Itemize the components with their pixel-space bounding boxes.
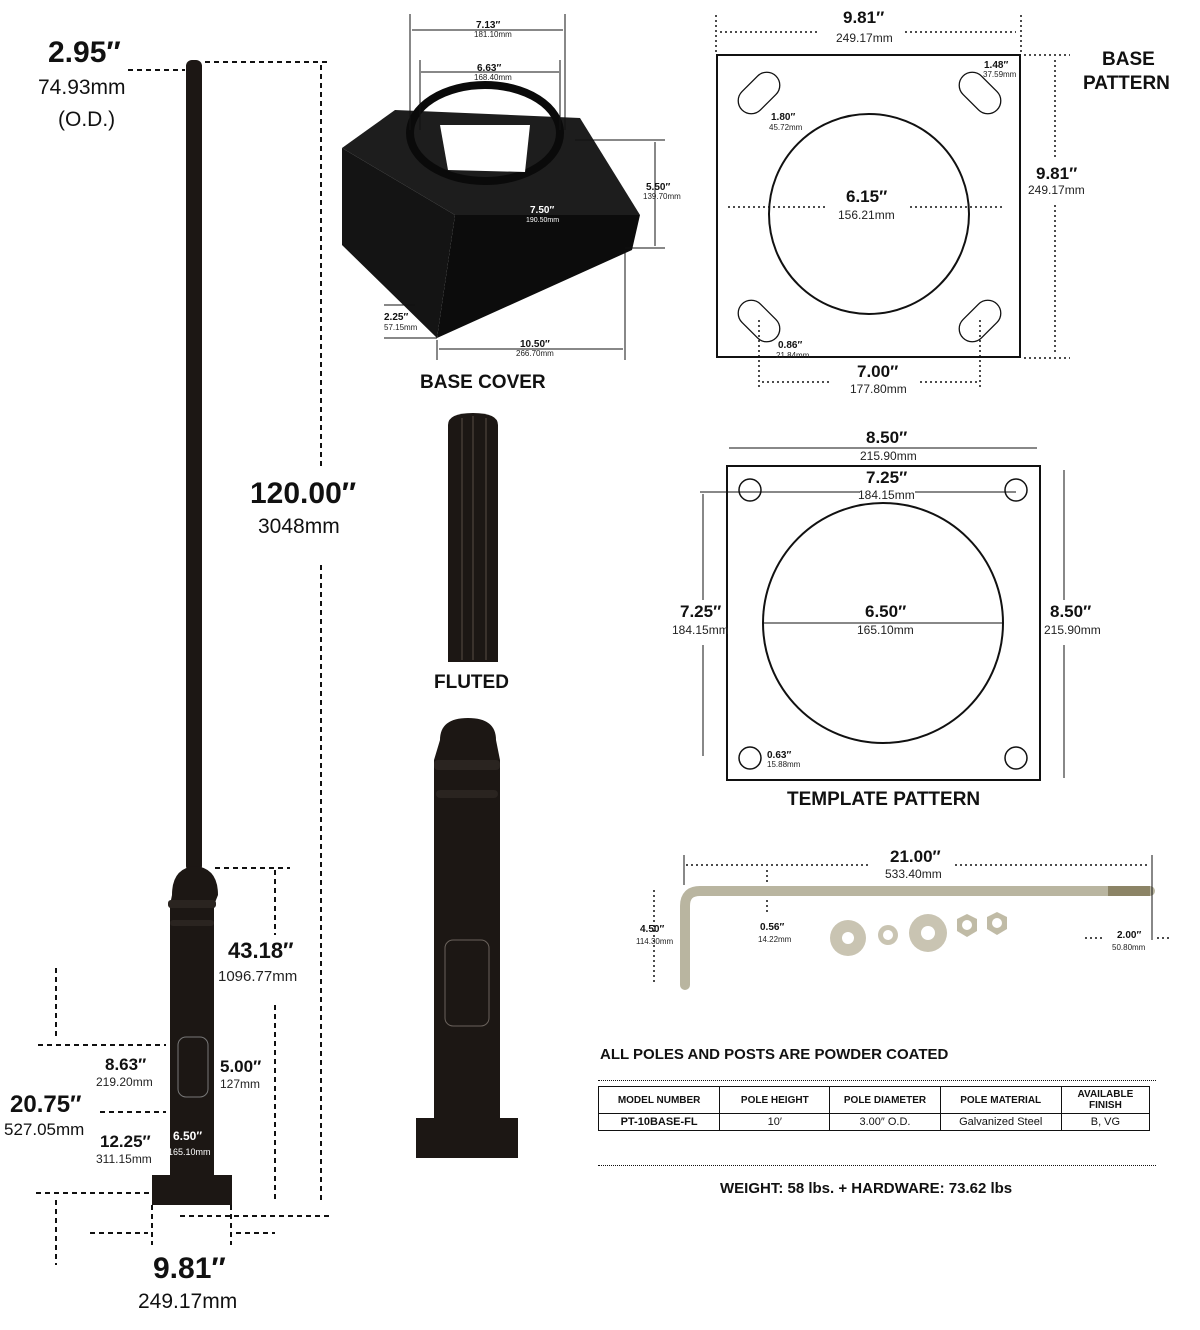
door-offset-dimension: 12.25″ [100, 1132, 151, 1151]
pole-height-mm: 3048mm [258, 515, 340, 538]
template-width-dimension: 8.50″ [866, 428, 907, 447]
template-bolt-hole-mm: 15.88mm [767, 760, 801, 769]
base-diameter-dimension: 6.50″ [173, 1129, 202, 1143]
base-section-mm: 1096.77mm [218, 968, 297, 985]
cover-slope-dimension: 7.50″ [530, 205, 554, 216]
cover-height-dimension: 5.50″ [646, 182, 670, 193]
template-center-hole-dimension: 6.50″ [865, 602, 906, 621]
template-hole-spacing-v-dimension: 7.25″ [680, 602, 721, 621]
powder-coated-note: ALL POLES AND POSTS ARE POWDER COATED [600, 1046, 949, 1063]
cell-available-finish: B, VG [1060, 1113, 1151, 1131]
cover-top-inner-mm: 168.40mm [474, 73, 512, 82]
slot-length-dimension: 1.80″ [771, 112, 795, 123]
template-height-dimension: 8.50″ [1050, 602, 1091, 621]
pole-dimension-lines [36, 61, 330, 1265]
table-row: PT-10BASE-FL 10′ 3.00″ O.D. Galvanized S… [597, 1113, 1151, 1131]
spec-table-header: MODEL NUMBER POLE HEIGHT POLE DIAMETER P… [597, 1086, 1151, 1114]
base-pattern-label-line2: PATTERN [1083, 73, 1170, 94]
template-bolt-hole-dimension: 0.63″ [767, 750, 791, 761]
bolt-length-mm: 533.40mm [885, 867, 942, 881]
fluted-label: FLUTED [434, 672, 509, 693]
base-pattern-height-dimension: 9.81″ [1036, 164, 1077, 183]
pole-od-note: (O.D.) [58, 108, 115, 131]
base-pattern-height-mm: 249.17mm [1028, 183, 1085, 197]
header-pole-diameter: POLE DIAMETER [829, 1086, 941, 1114]
base-pattern-label-line1: BASE [1102, 49, 1155, 70]
bolt-length-dimension: 21.00″ [890, 847, 941, 866]
base-pattern-drawing [715, 15, 1070, 390]
base-pattern-width-dimension: 9.81″ [843, 8, 884, 27]
cell-model-number: PT-10BASE-FL [597, 1113, 721, 1131]
cover-skirt-dimension: 2.25″ [384, 312, 408, 323]
anchor-bolt-drawing [653, 855, 1170, 990]
header-pole-material: POLE MATERIAL [939, 1086, 1062, 1114]
cover-width-dimension: 10.50″ [520, 339, 550, 350]
slot-width-dimension: 0.86″ [778, 340, 802, 351]
corner-mm: 37.59mm [983, 70, 1017, 79]
plate-width-dimension: 9.81″ [153, 1252, 226, 1285]
template-pattern-label: TEMPLATE PATTERN [787, 789, 980, 810]
base-cover-drawing [342, 14, 665, 360]
door-offset-mm: 311.15mm [96, 1152, 152, 1166]
pole-drawing [152, 60, 232, 1205]
spec-table: MODEL NUMBER POLE HEIGHT POLE DIAMETER P… [597, 1086, 1151, 1131]
base-diameter-mm: 165.10mm [168, 1147, 211, 1157]
pole-height-dimension: 120.00″ [250, 477, 356, 510]
door-height-dimension: 8.63″ [105, 1055, 146, 1074]
template-hole-spacing-h-mm: 184.15mm [858, 488, 915, 502]
template-pattern-drawing [700, 447, 1065, 781]
bolt-diameter-dimension: 0.56″ [760, 922, 784, 933]
cell-pole-height: 10′ [719, 1113, 831, 1131]
bolt-thread-mm: 50.80mm [1112, 943, 1146, 952]
cover-skirt-mm: 57.15mm [384, 323, 418, 332]
bolt-hook-mm: 114.30mm [636, 937, 674, 946]
cell-pole-material: Galvanized Steel [939, 1113, 1062, 1131]
post-base-closeup [416, 718, 518, 1158]
base-section-dimension: 43.18″ [228, 938, 294, 963]
template-height-mm: 215.90mm [1044, 623, 1101, 637]
template-hole-spacing-v-mm: 184.15mm [672, 623, 729, 637]
corner-dimension: 1.48″ [984, 60, 1008, 71]
bolt-hook-dimension: 4.50″ [640, 924, 664, 935]
header-pole-height: POLE HEIGHT [719, 1086, 831, 1114]
cover-width-mm: 266.70mm [516, 349, 554, 358]
divider [598, 1165, 1156, 1166]
cover-top-inner-dimension: 6.63″ [477, 63, 501, 74]
bolt-thread-dimension: 2.00″ [1117, 930, 1141, 941]
cover-top-outer-dimension: 7.13″ [476, 20, 500, 31]
cover-top-outer-mm: 181.10mm [474, 30, 512, 39]
pole-od-mm: 74.93mm [38, 76, 126, 99]
door-to-base-mm: 527.05mm [4, 1120, 84, 1139]
base-cover-label: BASE COVER [420, 372, 546, 393]
cover-slope-mm: 190.50mm [526, 217, 559, 224]
plate-width-mm: 249.17mm [138, 1290, 237, 1313]
slot-width-mm: 21.84mm [776, 351, 810, 360]
cell-pole-diameter: 3.00″ O.D. [829, 1113, 941, 1131]
door-width-dimension: 5.00″ [220, 1057, 261, 1076]
pole-od-dimension: 2.95″ [48, 36, 121, 69]
template-hole-spacing-h-dimension: 7.25″ [866, 468, 907, 487]
fluted-pole-closeup [448, 413, 498, 662]
bolt-spacing-mm: 177.80mm [850, 382, 907, 396]
center-hole-dimension: 6.15″ [846, 187, 887, 206]
slot-length-mm: 45.72mm [769, 123, 803, 132]
weight-note: WEIGHT: 58 lbs. + HARDWARE: 73.62 lbs [720, 1180, 1013, 1197]
base-pattern-width-mm: 249.17mm [836, 31, 893, 45]
header-model-number: MODEL NUMBER [597, 1086, 721, 1114]
cover-height-mm: 139.70mm [643, 192, 681, 201]
template-width-mm: 215.90mm [860, 449, 917, 463]
template-center-hole-mm: 165.10mm [857, 623, 914, 637]
door-to-base-dimension: 20.75″ [10, 1091, 82, 1118]
bolt-diameter-mm: 14.22mm [758, 935, 792, 944]
door-height-mm: 219.20mm [96, 1075, 153, 1089]
header-available-finish: AVAILABLE FINISH [1060, 1086, 1151, 1114]
divider [598, 1080, 1156, 1081]
door-width-mm: 127mm [220, 1077, 260, 1091]
center-hole-mm: 156.21mm [838, 208, 895, 222]
bolt-spacing-dimension: 7.00″ [857, 362, 898, 381]
